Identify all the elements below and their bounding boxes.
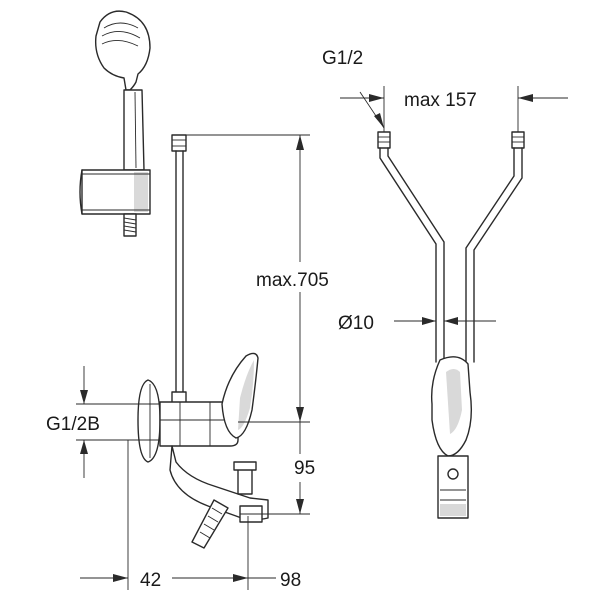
wall-flange bbox=[137, 379, 161, 463]
riser-pipe bbox=[171, 134, 187, 407]
spout-reach-label: 98 bbox=[280, 570, 301, 591]
width-dimension bbox=[340, 86, 568, 132]
width-label: max 157 bbox=[404, 90, 477, 111]
depth-dimensions bbox=[80, 440, 276, 590]
outlet-height-label: 95 bbox=[294, 458, 315, 479]
bath-spout bbox=[169, 445, 269, 523]
outlet-height-dimension bbox=[262, 422, 316, 515]
hand-shower-head bbox=[94, 10, 151, 91]
wall-holder bbox=[79, 169, 151, 237]
height-label: max.705 bbox=[256, 270, 329, 291]
mixer-lever[interactable] bbox=[221, 352, 259, 439]
mixer-front bbox=[430, 356, 473, 519]
inlet-thread-label: G1/2B bbox=[46, 414, 100, 435]
inlet-pipes bbox=[377, 131, 525, 363]
inlet-thread-dimension bbox=[76, 366, 160, 478]
pipe-diameter-label: Ø10 bbox=[338, 313, 374, 334]
mixer-body bbox=[159, 401, 239, 447]
wall-offset-label: 42 bbox=[140, 570, 161, 591]
pipe-diameter-dimension bbox=[394, 317, 496, 325]
hand-shower-handle bbox=[123, 89, 145, 171]
hose-connector bbox=[191, 499, 229, 549]
height-dimension bbox=[183, 134, 332, 423]
right-inlet-thread-label: G1/2 bbox=[322, 48, 363, 69]
